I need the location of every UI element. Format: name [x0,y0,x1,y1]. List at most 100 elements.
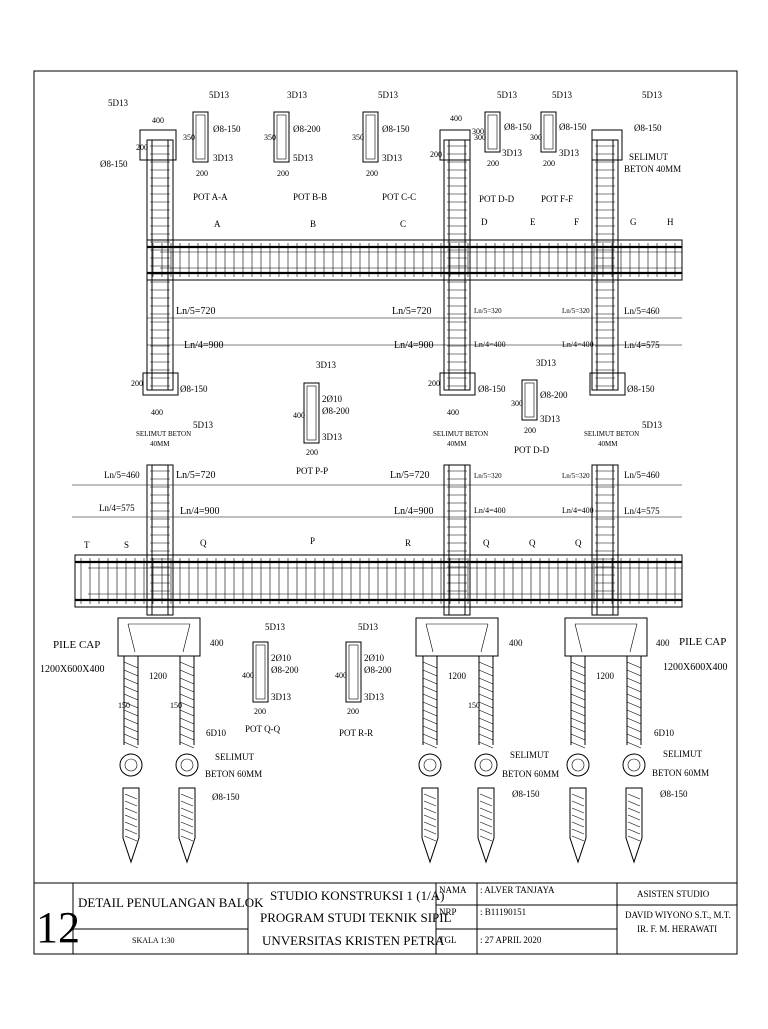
rr-bottom-bar: 3D13 [364,692,384,702]
pile-cover-right-1: SELIMUT [663,749,702,759]
lower-frame [72,464,683,864]
col-mr-stirrup: Ø8-150 [627,384,655,394]
sheet-border [33,70,738,955]
pile [119,656,143,864]
section-details [139,111,626,703]
dd2-bottom-bar: 3D13 [540,414,560,424]
col-tc-width: 400 [450,114,462,123]
beam-lower [74,554,683,608]
cut-mark-q-1: Q [200,538,207,548]
span-lines-upper [147,317,682,346]
span-lower-right-ln4: Ln/4=575 [624,506,660,516]
pile-stirrup-center: Ø8-150 [512,789,540,799]
column-section-mid-center [439,372,476,396]
cut-mark-t: T [84,540,90,550]
span-lower-d-ln5: Ln/5=320 [562,472,590,480]
col-tl-stirrup: Ø8-150 [100,159,128,169]
cut-mark-a: A [214,219,221,229]
cut-mark-h: H [667,217,674,227]
col-ml-bar: 5D13 [193,420,213,430]
span-center-ln5: Ln/5=320 [474,307,502,315]
col-mr-cover-1: SELIMUT BETON [584,430,639,438]
assistant-name-2: IR. F. M. HERAWATI [637,924,717,934]
name-value: : ALVER TANJAYA [480,885,555,895]
bb-height: 350 [264,133,276,142]
column-right-lower [591,464,619,616]
pile [175,656,199,864]
nrp-value: : B11190151 [480,907,526,917]
col-mc-width: 400 [447,408,459,417]
col-ml-cover-2: 40MM [150,440,170,448]
pile-stirrup-left: Ø8-150 [212,792,240,802]
section-title-aa: POT A-A [193,192,228,202]
dd-top-bar: 5D13 [497,90,517,100]
pile-cap-height-left: 400 [210,638,224,648]
section-title-cc: POT C-C [382,192,416,202]
pp-stirrup: Ø8-200 [322,406,350,416]
span-center-right-ln4: Ln/4=400 [562,340,594,349]
pile-dim-left-1: 150 [118,701,130,710]
span-lower-left-ln4: Ln/4=575 [99,503,135,513]
cut-mark-c: C [400,219,406,229]
pile-cap-height-right: 400 [656,638,670,648]
span-right-ln4: Ln/4=575 [624,340,660,350]
pile [566,656,590,864]
col-tl-width: 400 [152,116,164,125]
cc-height: 350 [352,133,364,142]
date-value: : 27 APRIL 2020 [480,935,542,945]
studio-name: STUDIO KONSTRUKSI 1 (1/A) [270,888,444,903]
pile-cap-right [564,617,648,657]
aa-top-bar: 5D13 [209,90,229,100]
aa-height: 350 [183,133,195,142]
span-center-ln4: Ln/4=400 [474,340,506,349]
cut-mark-b: B [310,219,316,229]
cut-mark-d: D [481,217,488,227]
pile [418,656,442,864]
pile-cover-center-2: BETON 60MM [502,769,559,779]
pile-cap-label-left: PILE CAP [53,639,100,651]
section-dd-shape [484,111,501,153]
col-ml-stirrup: Ø8-150 [180,384,208,394]
column-section-top-right [591,129,623,161]
bb-bottom-bar: 5D13 [293,153,313,163]
column-section-top-left [139,129,177,161]
pile-dim-left-2: 150 [170,701,182,710]
pp-side-bar: 2Ø10 [322,394,342,404]
aa-width: 200 [196,169,208,178]
university-name: UNVERSITAS KRISTEN PETRA [262,933,445,948]
col-mr-cover-2: 40MM [598,440,618,448]
cut-mark-p: P [310,536,315,546]
rr-side-bar: 2Ø10 [364,653,384,663]
col-mr-bar: 5D13 [642,420,662,430]
section-aa-shape [192,111,209,163]
drawing-scale: SKALA 1:30 [132,936,174,945]
column-left-lower [146,464,174,616]
pile [622,656,646,864]
nrp-label: NRP [439,907,457,917]
span-lower-a-ln5: Ln/5=720 [176,470,216,481]
section-rr-shape [345,641,362,703]
dd2-width: 200 [524,426,536,435]
section-title-qq: POT Q-Q [245,724,281,734]
qq-stirrup: Ø8-200 [271,665,299,675]
span-lower-right-ln5: Ln/5=460 [624,470,660,480]
col-tr-bar: 5D13 [642,90,662,100]
span-lower-c-ln4: Ln/4=400 [474,506,506,515]
cut-mark-r: R [405,538,411,548]
pile-bar-left: 6D10 [206,728,226,738]
column-section-mid-right [589,372,626,396]
span-right-ln5: Ln/5=460 [624,306,660,316]
cc-width: 200 [366,169,378,178]
cut-mark-g: G [630,217,637,227]
bb-top-bar: 3D13 [287,90,307,100]
span-lower-c-ln5: Ln/5=320 [474,472,502,480]
sheet-number: 12 [36,903,80,952]
cut-mark-s: S [124,540,129,550]
section-dd2-shape [521,379,538,421]
span-lines-lower [72,484,682,518]
column-section-top-center [439,129,471,161]
beam-upper [146,239,683,281]
pile-cap-width-center: 1200 [448,671,467,681]
qq-top-bar: 5D13 [265,622,285,632]
qq-side-bar: 2Ø10 [271,653,291,663]
